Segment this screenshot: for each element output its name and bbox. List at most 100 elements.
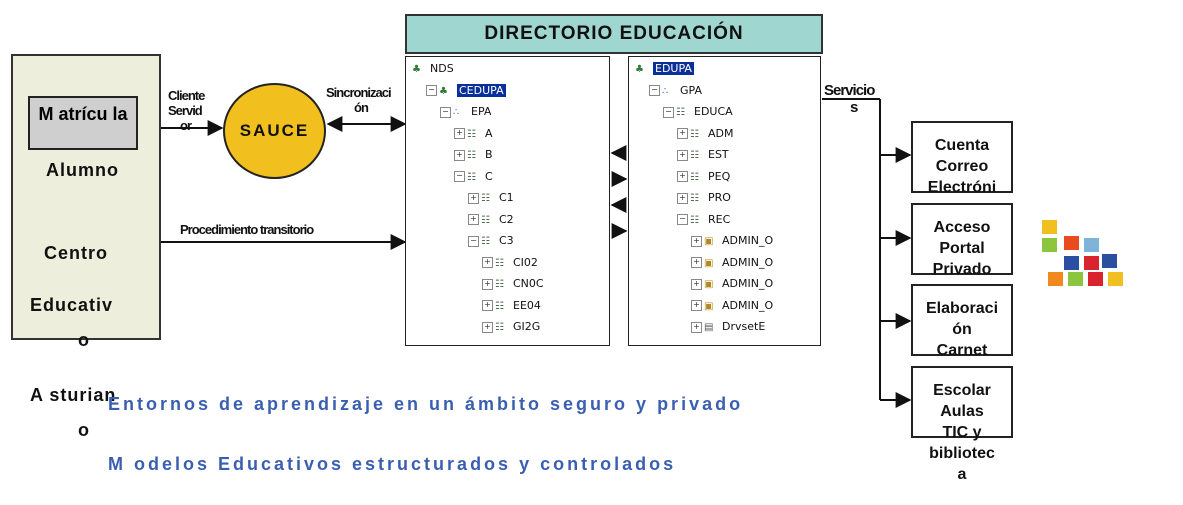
cliente-servidor-label: Cliente Servid or — [168, 88, 205, 133]
service-portal: Acceso Portal Privado — [911, 203, 1013, 278]
tree-left-node[interactable]: +☷ CI02 — [482, 255, 538, 270]
service-correo-line-2: Correo — [935, 158, 989, 175]
tree-right-node[interactable]: +▣ADMIN_O — [691, 255, 773, 270]
tree-left-node[interactable]: +☷A — [454, 126, 493, 141]
tree-right-node[interactable]: +▣ADMIN_O — [691, 298, 773, 313]
tree-left-node[interactable]: −☷C3 — [468, 233, 514, 248]
expand-toggle-icon[interactable]: + — [677, 171, 688, 182]
tree-right-node-label: REC — [708, 212, 731, 226]
alumno-label: Alumno — [46, 160, 119, 180]
expand-toggle-icon[interactable]: + — [691, 235, 702, 247]
expand-toggle-icon[interactable]: + — [482, 321, 493, 333]
tree-right-node[interactable]: −☷REC — [677, 212, 730, 227]
tree-right-node[interactable]: +▣ ADMIN_O — [691, 233, 773, 248]
expand-toggle-icon[interactable]: − — [677, 214, 688, 225]
ou-icon: ☷ — [676, 107, 685, 118]
ou-icon: ☷ — [690, 150, 699, 161]
expand-toggle-icon[interactable]: + — [468, 192, 479, 204]
tree-left-node[interactable]: ♣NDS — [412, 61, 454, 76]
tree-left-node-label: C — [485, 169, 493, 183]
service-aulas-line-1: Escolar — [933, 382, 991, 399]
tree-right-node[interactable]: +▣ADMIN_O — [691, 276, 773, 291]
tree-right-node[interactable]: −☷ EDUCA — [663, 104, 733, 119]
expand-toggle-icon[interactable]: + — [691, 300, 702, 311]
service-aulas-line-3: TIC y — [942, 424, 982, 441]
tree-left-node-label: A — [485, 126, 493, 140]
expand-toggle-icon[interactable]: + — [691, 321, 702, 333]
expand-toggle-icon[interactable]: − — [649, 85, 660, 96]
centro-label: Centro — [44, 243, 108, 263]
expand-toggle-icon[interactable]: − — [440, 106, 451, 118]
tree-left-node-label: C2 — [499, 212, 514, 226]
tree-left-node[interactable]: −☷C — [454, 169, 493, 184]
sauce-label: SAUCE — [239, 121, 310, 140]
tree-left-node[interactable]: +☷GI2G — [482, 319, 540, 334]
tree-right-node[interactable]: +☷PRO — [677, 190, 731, 205]
procedimiento-label: Procedimiento transitorio — [180, 222, 314, 237]
tree-left-node[interactable]: +☷EE04 — [482, 298, 541, 313]
service-carnet-line-3: Carnet — [936, 342, 988, 359]
directorio-title: DIRECTORIO EDUCACIÓN — [405, 14, 823, 54]
expand-toggle-icon[interactable]: + — [482, 278, 493, 290]
tree-left-node-label: C3 — [499, 234, 514, 247]
ou-icon: ☷ — [495, 322, 504, 333]
expand-toggle-icon[interactable]: + — [677, 192, 688, 204]
tree-right-panel: ♣EDUPA−∴GPA−☷EDUCA+☷ADM+☷EST+☷PEQ+☷PRO−☷… — [628, 56, 821, 346]
tree-left-node[interactable]: −♣CEDUPA — [426, 83, 506, 98]
service-correo: Cuenta Correo Electróni — [911, 121, 1013, 196]
ou-icon: ☷ — [481, 214, 490, 226]
tree-right-node[interactable]: +▤DrvsetE — [691, 319, 765, 334]
expand-toggle-icon[interactable]: + — [482, 257, 493, 268]
tree-right-node[interactable]: +☷EST — [677, 147, 729, 162]
sauce-node: SAUCE — [223, 83, 326, 179]
obj-icon: ▣ — [704, 279, 714, 290]
tree-left-node[interactable]: +☷CN0C — [482, 276, 544, 291]
expand-toggle-icon[interactable]: − — [663, 106, 674, 118]
tree-right-node[interactable]: ♣EDUPA — [635, 61, 694, 76]
expand-toggle-icon[interactable]: + — [677, 128, 688, 139]
ou-icon: ☷ — [690, 128, 699, 140]
service-aulas-line-5: a — [957, 466, 967, 483]
cliente-line-2: Servid — [168, 103, 203, 118]
tree-right-node[interactable]: −∴GPA — [649, 83, 702, 98]
tree-left-node-label: B — [485, 148, 493, 161]
tree-left-node[interactable]: +☷ C1 — [468, 190, 514, 205]
educativo-label-1: Educativ — [30, 295, 114, 315]
expand-toggle-icon[interactable]: + — [691, 257, 702, 268]
expand-toggle-icon[interactable]: + — [691, 278, 702, 290]
tree-right-node-label: EDUCA — [694, 105, 733, 118]
expand-toggle-icon[interactable]: + — [482, 300, 493, 311]
service-portal-line-2: Portal — [939, 240, 985, 257]
servicios-label: Servicio s — [824, 82, 875, 116]
expand-toggle-icon[interactable]: − — [468, 235, 479, 247]
sincronizacion-line-1: Sincronizaci — [326, 85, 392, 100]
expand-toggle-icon[interactable]: + — [677, 149, 688, 161]
obj-icon: ▣ — [704, 236, 714, 247]
directorio-title-text: DIRECTORIO EDUCACIÓN — [484, 23, 744, 44]
ou-icon: ☷ — [495, 257, 504, 269]
tree-icon: ♣ — [439, 85, 448, 97]
expand-toggle-icon[interactable]: − — [426, 85, 437, 96]
tree-right-node-label: ADM — [708, 126, 734, 140]
ou-icon: ☷ — [495, 279, 504, 290]
expand-toggle-icon[interactable]: + — [468, 214, 479, 225]
ou-icon: ☷ — [481, 193, 490, 204]
expand-toggle-icon[interactable]: − — [454, 171, 465, 182]
expand-toggle-icon[interactable]: + — [454, 149, 465, 161]
tree-left-node[interactable]: +☷ C2 — [468, 212, 514, 227]
tree-left-node-label: C1 — [499, 191, 514, 204]
tree-right-node-label: ADMIN_O — [722, 234, 774, 247]
tree-left-node[interactable]: −∴EPA — [440, 104, 491, 119]
org-icon: ∴ — [453, 107, 460, 118]
tree-left-node-label: CI02 — [513, 255, 538, 269]
tree-right-node-label: PEQ — [708, 169, 731, 183]
tree-right-node[interactable]: +☷ ADM — [677, 126, 734, 141]
tree-left-node[interactable]: +☷B — [454, 147, 493, 162]
tree-right-node-label: DrvsetE — [722, 320, 766, 333]
expand-toggle-icon[interactable]: + — [454, 128, 465, 139]
logo-mosaic — [1036, 220, 1136, 290]
org-icon: ∴ — [662, 85, 669, 97]
educativo-label-2: o — [78, 330, 90, 350]
service-carnet: Elaboraci ón Carnet — [911, 284, 1013, 359]
tree-right-node[interactable]: +☷PEQ — [677, 169, 730, 184]
